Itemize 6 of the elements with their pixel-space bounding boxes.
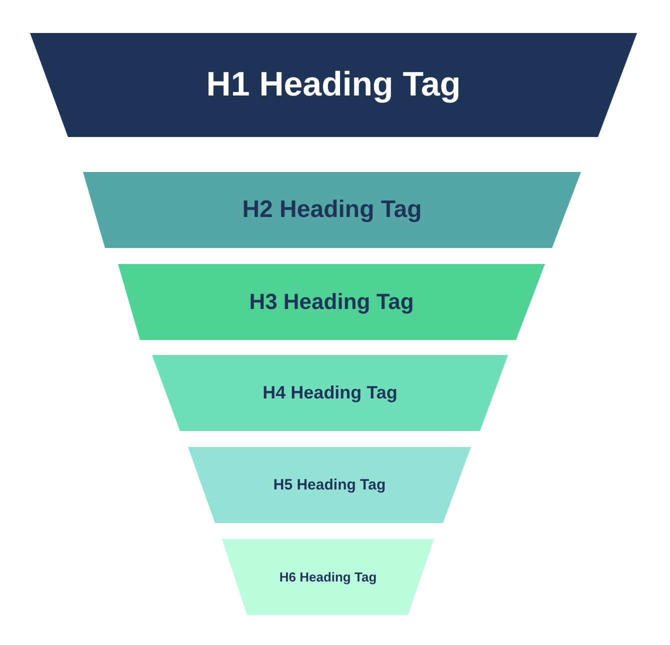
segment-label: H1 Heading Tag — [206, 66, 461, 104]
segment-label: H6 Heading Tag — [279, 570, 377, 584]
segment-label: H4 Heading Tag — [262, 382, 398, 404]
segment-label: H3 Heading Tag — [249, 289, 414, 315]
segment-label: H5 Heading Tag — [273, 476, 386, 494]
segment-label: H2 Heading Tag — [242, 196, 422, 224]
